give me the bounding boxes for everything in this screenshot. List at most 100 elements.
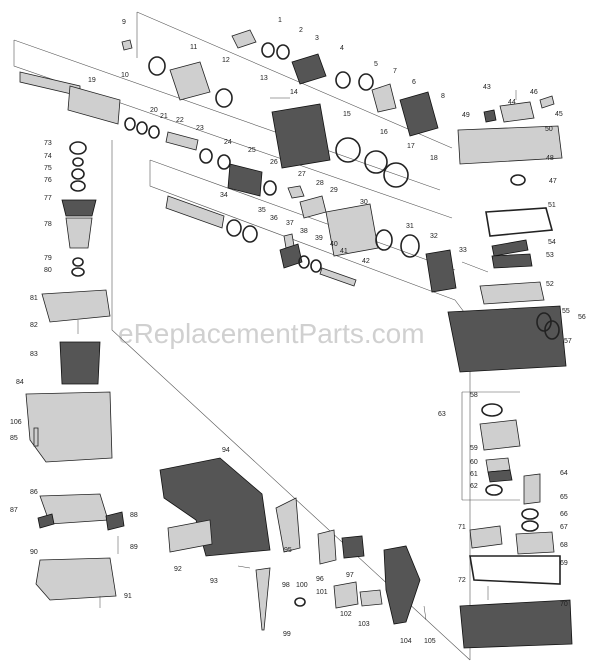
part-label-96: 96 xyxy=(316,576,324,583)
part-label-40: 40 xyxy=(330,241,338,248)
part-label-103: 103 xyxy=(358,621,370,628)
part-label-62: 62 xyxy=(470,483,478,490)
part-label-92: 92 xyxy=(174,566,182,573)
part-label-24: 24 xyxy=(224,139,232,146)
part-label-17: 17 xyxy=(407,143,415,150)
part-label-30: 30 xyxy=(360,199,368,206)
part-label-69: 69 xyxy=(560,560,568,567)
part-label-71: 71 xyxy=(458,524,466,531)
part-label-81: 81 xyxy=(30,295,38,302)
part-label-8: 8 xyxy=(441,93,445,100)
part-label-77: 77 xyxy=(44,195,52,202)
part-label-29: 29 xyxy=(330,187,338,194)
part-label-21: 21 xyxy=(160,113,168,120)
part-label-65: 65 xyxy=(560,494,568,501)
part-label-22: 22 xyxy=(176,117,184,124)
part-label-58: 58 xyxy=(470,392,478,399)
part-label-93: 93 xyxy=(210,578,218,585)
part-label-12: 12 xyxy=(222,57,230,64)
part-label-10: 10 xyxy=(121,72,129,79)
part-label-14: 14 xyxy=(290,89,298,96)
part-label-75: 75 xyxy=(44,165,52,172)
part-label-35: 35 xyxy=(258,207,266,214)
part-label-61: 61 xyxy=(470,471,478,478)
part-label-73: 73 xyxy=(44,140,52,147)
part-label-72: 72 xyxy=(458,577,466,584)
part-label-59: 59 xyxy=(470,445,478,452)
part-label-102: 102 xyxy=(340,611,352,618)
part-label-94: 94 xyxy=(222,447,230,454)
part-label-79: 79 xyxy=(44,255,52,262)
part-label-105: 105 xyxy=(424,638,436,645)
part-label-87: 87 xyxy=(10,507,18,514)
part-label-28: 28 xyxy=(316,180,324,187)
part-label-53: 53 xyxy=(546,252,554,259)
part-label-52: 52 xyxy=(546,281,554,288)
part-label-39: 39 xyxy=(315,235,323,242)
part-label-47: 47 xyxy=(549,178,557,185)
part-label-60: 60 xyxy=(470,459,478,466)
part-label-80: 80 xyxy=(44,267,52,274)
part-label-11: 11 xyxy=(190,44,197,51)
part-label-20: 20 xyxy=(150,107,158,114)
part-label-74: 74 xyxy=(44,153,52,160)
part-label-98: 98 xyxy=(282,582,290,589)
part-label-57: 57 xyxy=(564,338,572,345)
part-label-51: 51 xyxy=(548,202,556,209)
part-label-18: 18 xyxy=(430,155,438,162)
part-label-23: 23 xyxy=(196,125,204,132)
part-label-86: 86 xyxy=(30,489,38,496)
part-label-91: 91 xyxy=(124,593,132,600)
part-label-106: 106 xyxy=(10,419,22,426)
part-label-84: 84 xyxy=(16,379,24,386)
part-label-90: 90 xyxy=(30,549,38,556)
part-label-45: 45 xyxy=(555,111,563,118)
part-label-38: 38 xyxy=(300,228,308,235)
part-label-36: 36 xyxy=(270,215,278,222)
part-label-82: 82 xyxy=(30,322,38,329)
part-label-76: 76 xyxy=(44,177,52,184)
part-label-66: 66 xyxy=(560,511,568,518)
part-label-13: 13 xyxy=(260,75,268,82)
part-label-83: 83 xyxy=(30,351,38,358)
part-label-26: 26 xyxy=(270,159,278,166)
part-label-37: 37 xyxy=(286,220,294,227)
part-label-49: 49 xyxy=(462,112,470,119)
part-number-labels: 1234567891011121314151617181920212223242… xyxy=(10,17,586,645)
part-label-68: 68 xyxy=(560,542,568,549)
part-label-15: 15 xyxy=(343,111,351,118)
part-label-4: 4 xyxy=(340,45,344,52)
part-label-64: 64 xyxy=(560,470,568,477)
part-label-88: 88 xyxy=(130,512,138,519)
part-label-100: 100 xyxy=(296,582,308,589)
part-label-78: 78 xyxy=(44,221,52,228)
part-label-41: 41 xyxy=(340,248,348,255)
part-label-48: 48 xyxy=(546,155,554,162)
part-label-1: 1 xyxy=(278,17,282,24)
part-label-101: 101 xyxy=(316,589,328,596)
handle-and-switch-parts xyxy=(159,457,427,631)
part-label-46: 46 xyxy=(530,89,538,96)
part-label-34: 34 xyxy=(220,192,228,199)
part-label-95: 95 xyxy=(284,547,292,554)
part-label-25: 25 xyxy=(248,147,256,154)
part-label-19: 19 xyxy=(88,77,96,84)
part-label-5: 5 xyxy=(374,61,378,68)
part-label-7: 7 xyxy=(393,68,397,75)
part-label-42: 42 xyxy=(362,258,370,265)
watermark-text: eReplacementParts.com xyxy=(118,318,425,349)
part-label-44: 44 xyxy=(508,99,516,106)
part-label-56: 56 xyxy=(578,314,586,321)
part-label-63: 63 xyxy=(438,411,446,418)
part-label-16: 16 xyxy=(380,129,388,136)
part-label-104: 104 xyxy=(400,638,412,645)
part-label-54: 54 xyxy=(548,239,556,246)
spindle-front-parts xyxy=(121,29,439,188)
part-label-89: 89 xyxy=(130,544,138,551)
part-label-6: 6 xyxy=(412,79,416,86)
part-label-33: 33 xyxy=(459,247,467,254)
part-label-55: 55 xyxy=(562,308,570,315)
motor-and-housing-parts xyxy=(25,141,125,608)
part-label-31: 31 xyxy=(406,223,414,230)
